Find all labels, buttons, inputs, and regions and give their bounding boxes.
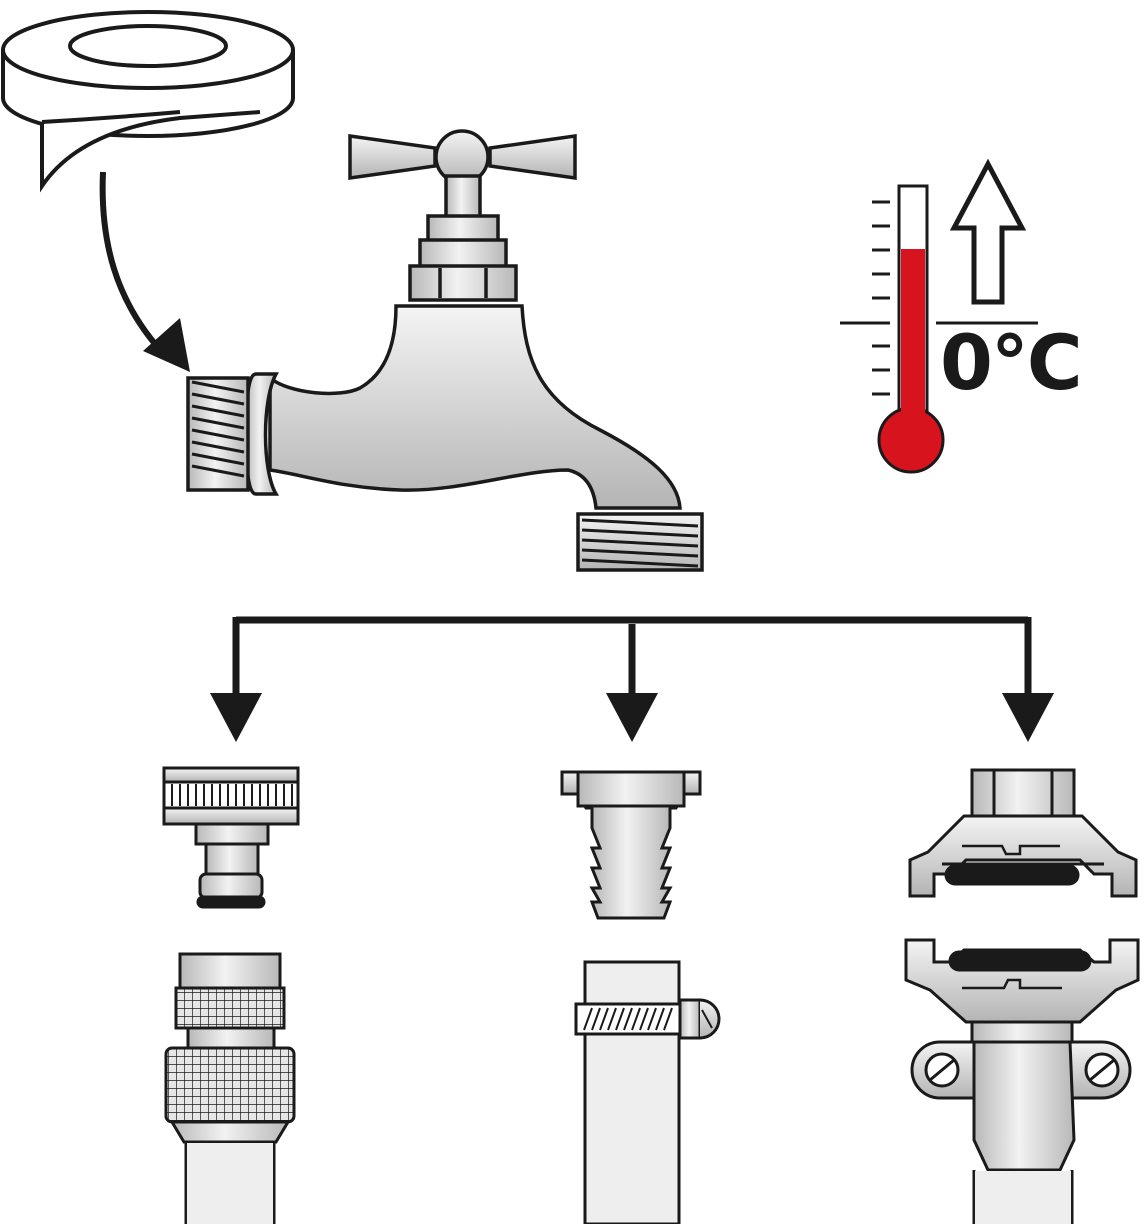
claw-coupling-hose-part-icon bbox=[904, 938, 1140, 1224]
water-tap-icon bbox=[186, 129, 704, 572]
hose-tail-icon bbox=[560, 770, 702, 920]
up-arrow-icon bbox=[949, 158, 1027, 305]
claw-coupling-icon bbox=[908, 768, 1138, 898]
quick-connector-hose-coupling-icon bbox=[164, 952, 296, 1224]
ptfe-tape-roll-icon bbox=[1, 10, 295, 193]
thermometer-icon bbox=[840, 184, 1038, 474]
connector-options-arrows bbox=[210, 616, 1054, 742]
apply-tape-arrow bbox=[99, 171, 190, 372]
freezing-point-label: 0°C bbox=[940, 318, 1083, 407]
quick-connector-icon bbox=[162, 766, 300, 909]
thermometer-scale bbox=[872, 200, 890, 396]
hose-clamp-icon bbox=[574, 960, 721, 1226]
